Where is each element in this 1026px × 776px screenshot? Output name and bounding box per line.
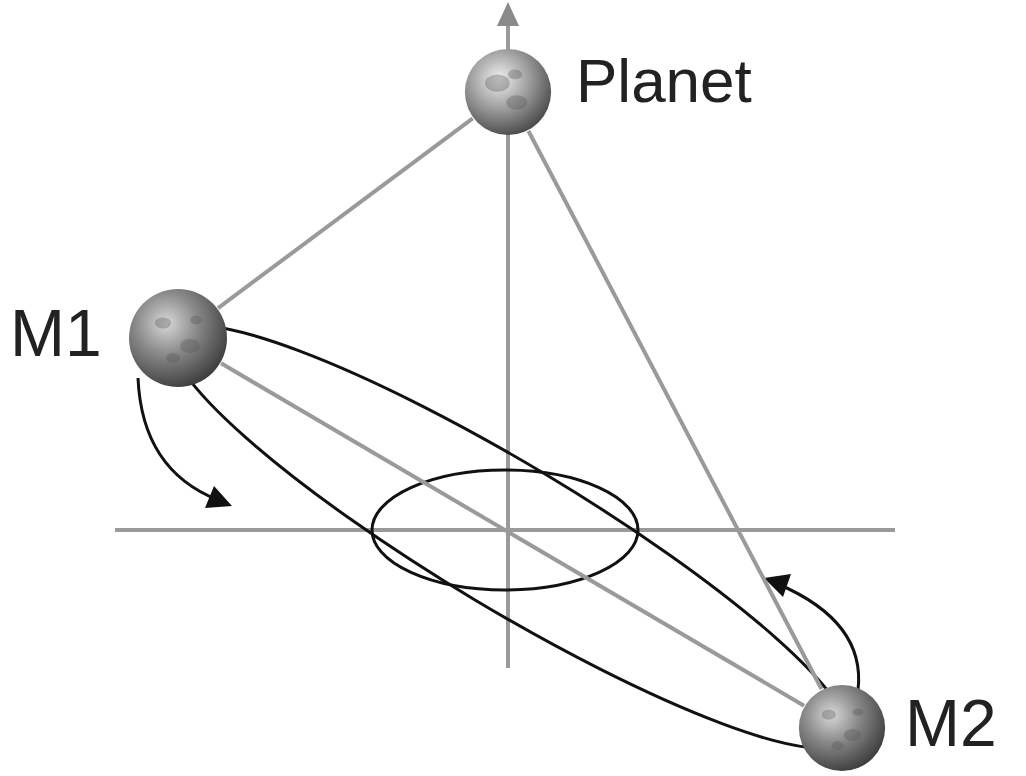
surface-texture — [831, 741, 843, 750]
surface-texture — [166, 353, 180, 363]
surface-texture — [506, 95, 527, 110]
moon-sphere: M2 — [798, 684, 886, 772]
surface-texture — [844, 729, 862, 741]
motion-arc — [138, 378, 218, 500]
sphere-fill — [465, 49, 551, 135]
connector-line — [218, 118, 473, 308]
connector-line — [528, 131, 821, 689]
large-orbit — [137, 273, 883, 776]
node-label: M2 — [905, 690, 993, 756]
sphere-fill — [129, 289, 227, 387]
connector-line — [221, 363, 804, 705]
sphere-fill — [799, 685, 885, 771]
moon-sphere: M1 — [128, 288, 228, 388]
sphere-outline — [128, 288, 228, 388]
surface-texture — [853, 708, 864, 715]
sphere-outline — [464, 48, 552, 136]
sphere-outline — [798, 684, 886, 772]
surface-texture — [508, 69, 522, 79]
node-label: Planet — [576, 50, 664, 112]
surface-texture — [155, 317, 171, 328]
axis-arrowhead — [497, 2, 519, 26]
motion-arc — [778, 584, 859, 690]
node-label: M1 — [10, 300, 110, 366]
motion-arrowhead — [205, 486, 232, 508]
surface-texture — [180, 339, 200, 353]
surface-texture — [485, 75, 510, 92]
surface-texture — [822, 710, 836, 720]
surface-texture — [190, 316, 202, 324]
planet-sphere: Planet — [464, 48, 552, 136]
